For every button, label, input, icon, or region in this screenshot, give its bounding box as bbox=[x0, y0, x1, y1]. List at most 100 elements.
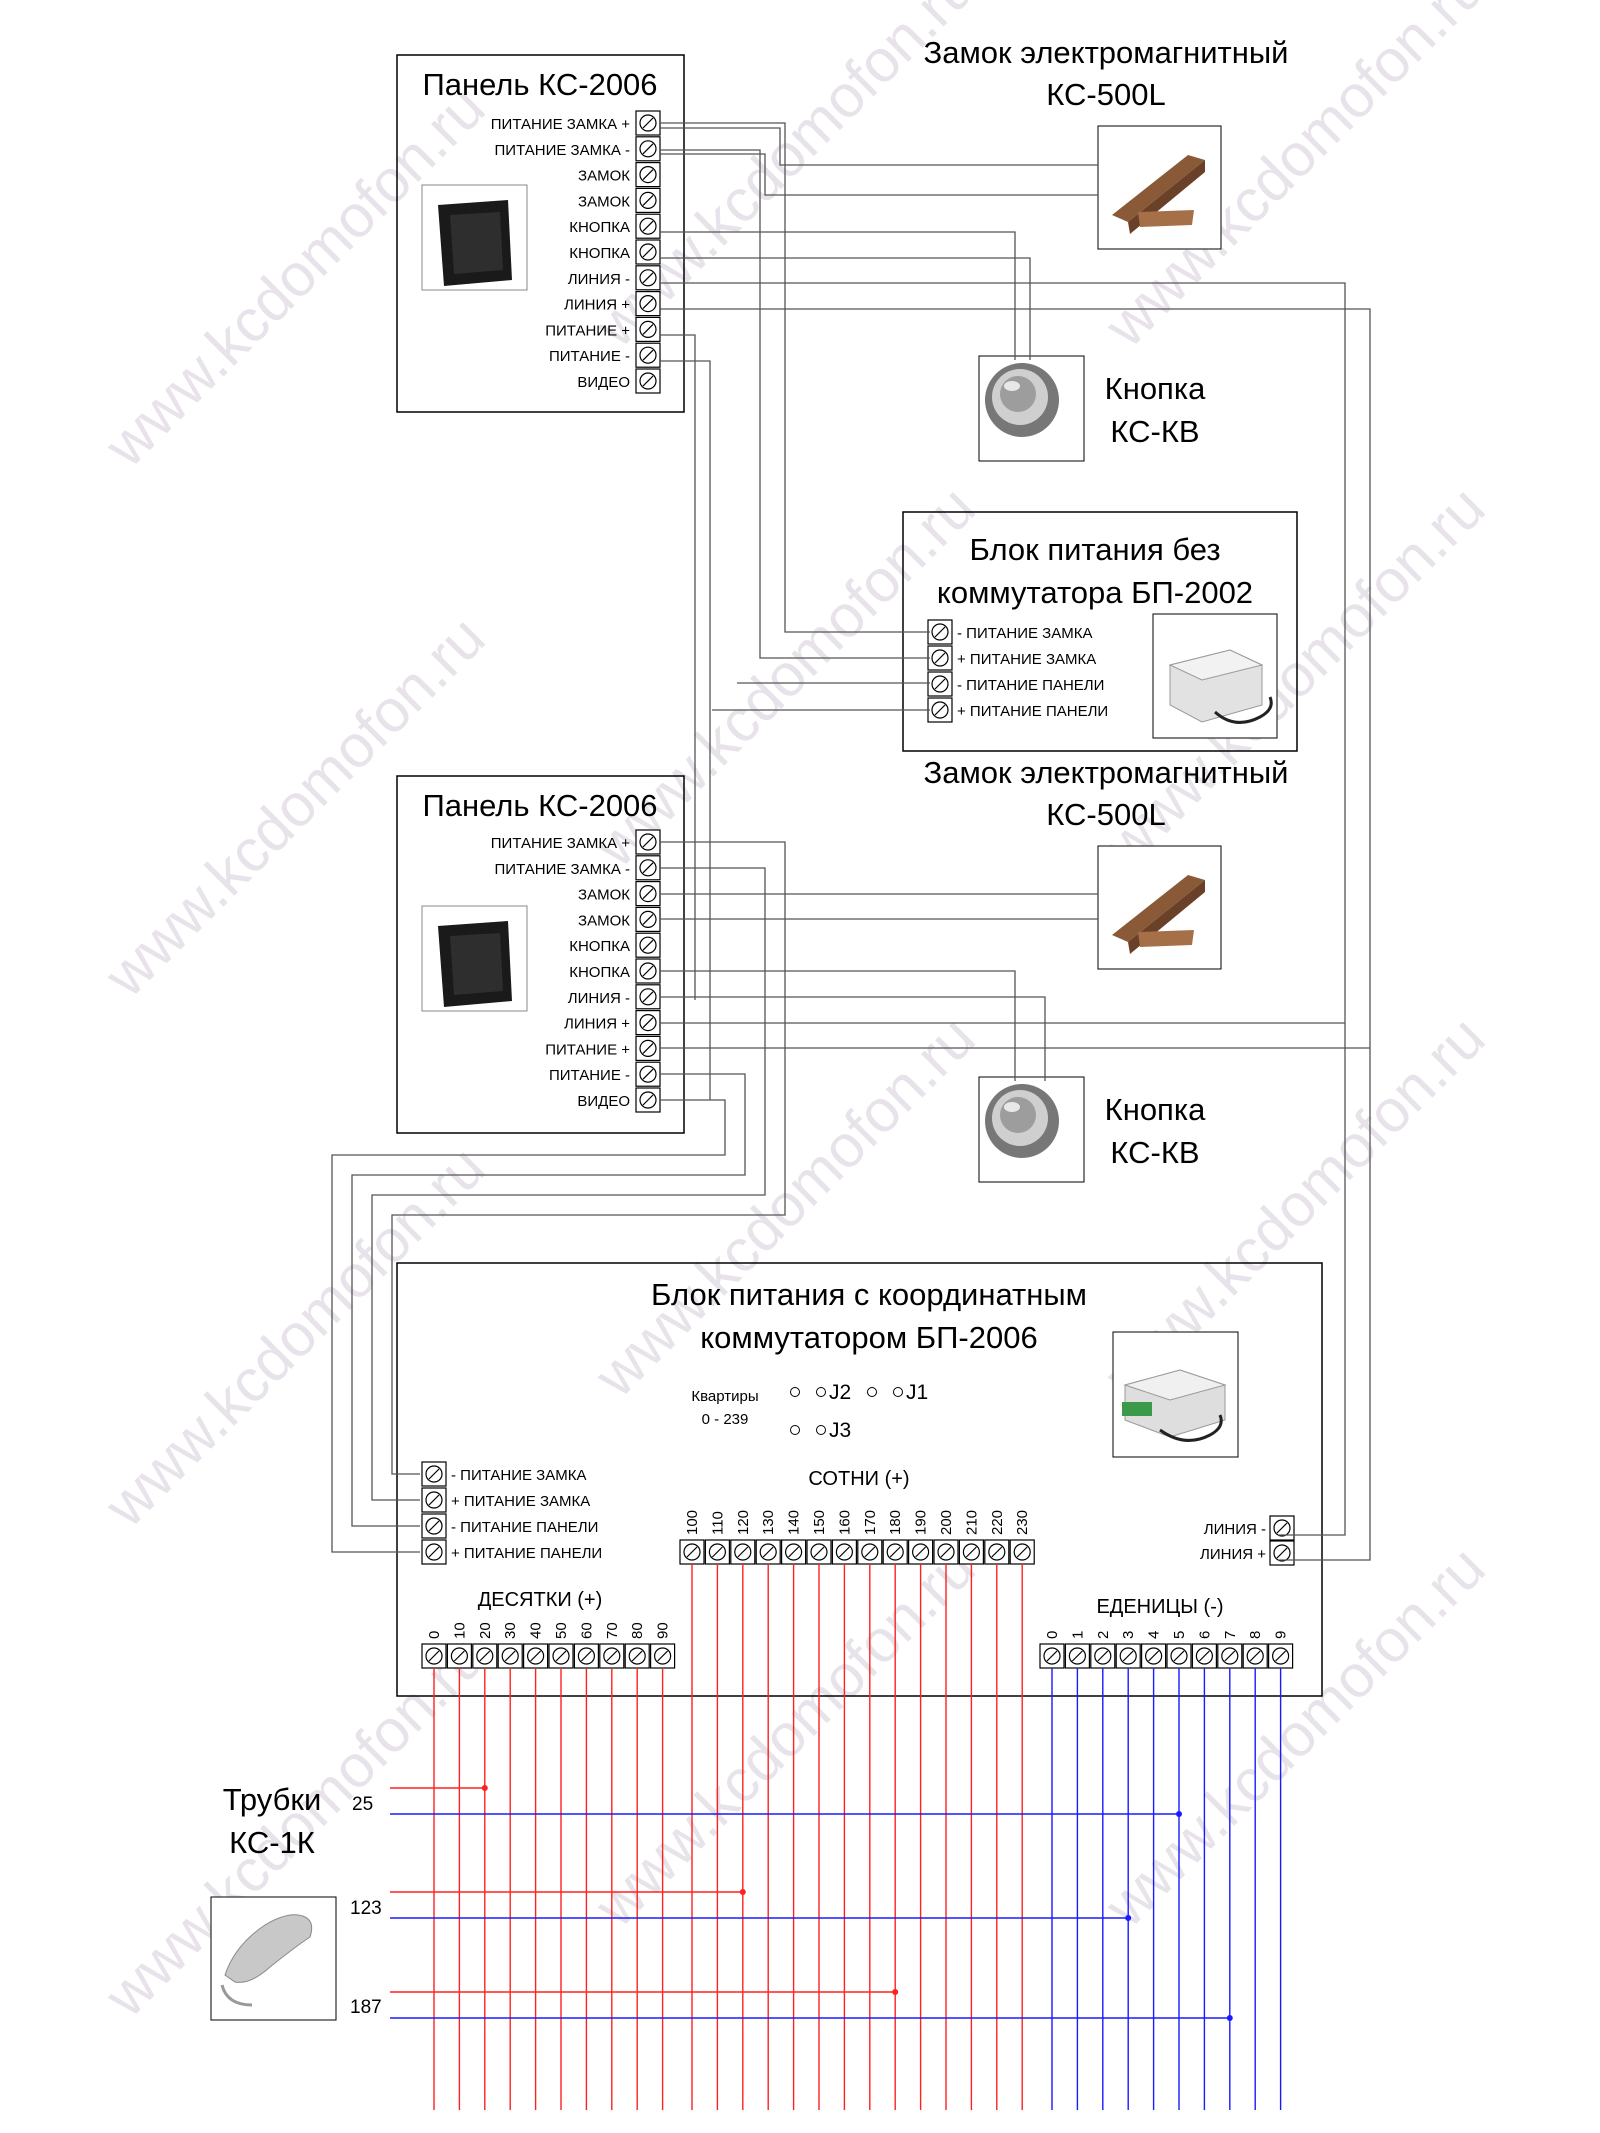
units-terminal-1-slot bbox=[1071, 1650, 1083, 1662]
hundreds-terminal-number-13: 230 bbox=[1014, 1510, 1031, 1535]
units-terminal-5-slot bbox=[1173, 1650, 1185, 1662]
tens-terminal-7-screw-icon bbox=[603, 1647, 621, 1665]
lock-top-title-line1: Замок электромагнитный bbox=[924, 35, 1289, 70]
tens-terminal-5-screw-icon bbox=[552, 1647, 570, 1665]
panel_top-terminal-label-8: ПИТАНИЕ + bbox=[545, 322, 630, 339]
hundreds-terminal-13-slot bbox=[1016, 1546, 1028, 1558]
panel-top-title: Панель КС-2006 bbox=[422, 67, 657, 102]
panel_top-terminal-7-screw-icon bbox=[639, 295, 657, 313]
panel_bottom-terminal-6-slot bbox=[642, 991, 654, 1003]
psu-small-terminal-2-slot bbox=[934, 678, 946, 690]
hundreds-terminal-number-6: 160 bbox=[836, 1510, 853, 1535]
panel_bottom-terminal-label-10: ВИДЕО bbox=[577, 1093, 630, 1110]
tens-terminal-9-screw-icon bbox=[653, 1647, 672, 1665]
panel_bottom-terminal-8-slot bbox=[642, 1042, 654, 1054]
tens-terminal-6-slot bbox=[580, 1650, 592, 1662]
hundreds-terminal-number-7: 170 bbox=[862, 1510, 879, 1535]
button-bottom-image bbox=[978, 1076, 1085, 1183]
units-terminal-number-5: 5 bbox=[1171, 1631, 1188, 1639]
handset-187-minus-node bbox=[1226, 2015, 1233, 2021]
panel_top-terminal-6-slot bbox=[642, 272, 654, 284]
panel_top-terminal-label-2: ЗАМОК bbox=[578, 168, 630, 185]
button-top-label-line2: КС-КВ bbox=[1110, 414, 1199, 449]
panel-top-device bbox=[421, 184, 528, 291]
hundreds-terminal-13-screw-icon bbox=[1013, 1543, 1031, 1561]
hundreds-terminal-number-0: 100 bbox=[684, 1510, 701, 1535]
tens-terminal-4-slot bbox=[530, 1650, 542, 1662]
panel_top-terminal-6-screw-icon bbox=[639, 269, 657, 287]
jumper-j2-label: J2 bbox=[829, 1381, 851, 1404]
hundreds-terminal-number-1: 110 bbox=[709, 1511, 726, 1535]
hundreds-terminal-3-screw-icon bbox=[759, 1543, 777, 1561]
hundreds-terminal-5-slot bbox=[813, 1546, 825, 1558]
hundreds-terminal-10-slot bbox=[940, 1546, 952, 1558]
jumper-j2-pin-a bbox=[790, 1387, 800, 1397]
panel_top-terminal-label-4: КНОПКА bbox=[569, 219, 630, 236]
panel_bottom-terminal-4-slot bbox=[642, 939, 654, 951]
panel_bottom-terminal-label-9: ПИТАНИЕ - bbox=[549, 1067, 630, 1084]
apartment-label-25: 25 bbox=[352, 1794, 373, 1815]
units-terminal-9-screw-icon bbox=[1271, 1647, 1290, 1665]
psu-main-power-label-1: + ПИТАНИЕ ЗАМКА bbox=[451, 1493, 590, 1510]
psu-main-power-terminal-0-screw-icon bbox=[425, 1465, 443, 1483]
tens-terminal-number-8: 80 bbox=[629, 1622, 646, 1639]
handset-25-minus-node bbox=[1176, 1811, 1182, 1817]
units-terminal-6-slot bbox=[1198, 1650, 1210, 1662]
psu-small-image bbox=[1152, 613, 1278, 739]
hundreds-terminal-number-9: 190 bbox=[913, 1510, 930, 1535]
hundreds-terminal-12-slot bbox=[991, 1546, 1003, 1558]
psu-main-title-line2: коммутатором БП-2006 bbox=[700, 1320, 1037, 1355]
hundreds-terminal-number-3: 130 bbox=[760, 1510, 777, 1535]
tens-terminal-number-5: 50 bbox=[553, 1622, 570, 1639]
lock-top-image bbox=[1097, 125, 1222, 250]
panel_bottom-terminal-7-screw-icon bbox=[639, 1013, 657, 1032]
psu-main-frame bbox=[396, 1262, 1323, 1697]
panel_bottom-terminal-label-2: ЗАМОК bbox=[578, 887, 630, 904]
tens-terminal-number-4: 40 bbox=[528, 1622, 545, 1639]
tens-terminal-4-screw-icon bbox=[526, 1647, 545, 1665]
psu-main-line-terminal-1-slot bbox=[1276, 1547, 1288, 1559]
jumper-j3-pin-b bbox=[816, 1425, 826, 1435]
hundreds-terminal-number-8: 180 bbox=[887, 1510, 904, 1535]
panel_bottom-terminal-5-slot bbox=[642, 965, 654, 977]
panel_top-terminal-label-0: ПИТАНИЕ ЗАМКА + bbox=[491, 116, 630, 133]
psu-main-power-label-2: - ПИТАНИЕ ПАНЕЛИ bbox=[451, 1519, 598, 1536]
tens-terminal-number-0: 0 bbox=[426, 1631, 443, 1639]
handsets-title-line1: Трубки bbox=[223, 1782, 322, 1817]
panel_top-terminal-1-screw-icon bbox=[639, 140, 657, 158]
lock-bottom-title-line1: Замок электромагнитный bbox=[924, 755, 1289, 790]
apartments-label: Квартиры bbox=[691, 1388, 758, 1405]
tens-terminal-3-slot bbox=[504, 1650, 516, 1662]
units-terminal-7-slot bbox=[1224, 1650, 1236, 1662]
handset-123-minus-node bbox=[1125, 1915, 1132, 1921]
psu-main-line-terminal-0-slot bbox=[1276, 1522, 1288, 1534]
panel_top-terminal-5-screw-icon bbox=[639, 243, 657, 261]
hundreds-terminal-number-11: 210 bbox=[963, 1510, 980, 1535]
watermark-text: www.kcdomofon.ru bbox=[91, 73, 497, 479]
tens-terminal-1-slot bbox=[453, 1650, 465, 1662]
tens-terminal-0-slot bbox=[428, 1650, 440, 1662]
hundreds-label: СОТНИ (+) bbox=[808, 1468, 909, 1490]
units-terminal-4-slot bbox=[1148, 1650, 1160, 1662]
units-terminal-6-screw-icon bbox=[1195, 1647, 1214, 1665]
psu-small-terminal-3-screw-icon bbox=[931, 701, 949, 719]
psu-small-terminal-label-3: + ПИТАНИЕ ПАНЕЛИ bbox=[957, 703, 1108, 720]
hundreds-terminal-1-slot bbox=[711, 1546, 723, 1558]
panel_top-terminal-0-slot bbox=[642, 117, 654, 129]
tens-terminal-3-screw-icon bbox=[501, 1647, 519, 1665]
units-terminal-8-screw-icon bbox=[1246, 1647, 1264, 1665]
panel_bottom-terminal-label-1: ПИТАНИЕ ЗАМКА - bbox=[495, 861, 630, 878]
hundreds-terminal-4-slot bbox=[788, 1546, 800, 1558]
units-terminal-2-slot bbox=[1097, 1650, 1109, 1662]
panel_bottom-terminal-label-3: ЗАМОК bbox=[578, 912, 630, 929]
hundreds-terminal-number-4: 140 bbox=[786, 1510, 803, 1535]
hundreds-terminal-0-screw-icon bbox=[683, 1543, 701, 1561]
hundreds-terminal-9-screw-icon bbox=[911, 1543, 930, 1561]
tens-terminal-number-6: 60 bbox=[578, 1622, 595, 1639]
panel_top-terminal-label-1: ПИТАНИЕ ЗАМКА - bbox=[495, 142, 630, 159]
panel_top-terminal-5-slot bbox=[642, 246, 654, 258]
tens-terminal-0-screw-icon bbox=[425, 1647, 443, 1665]
psu-small-terminal-0-screw-icon bbox=[931, 623, 949, 641]
